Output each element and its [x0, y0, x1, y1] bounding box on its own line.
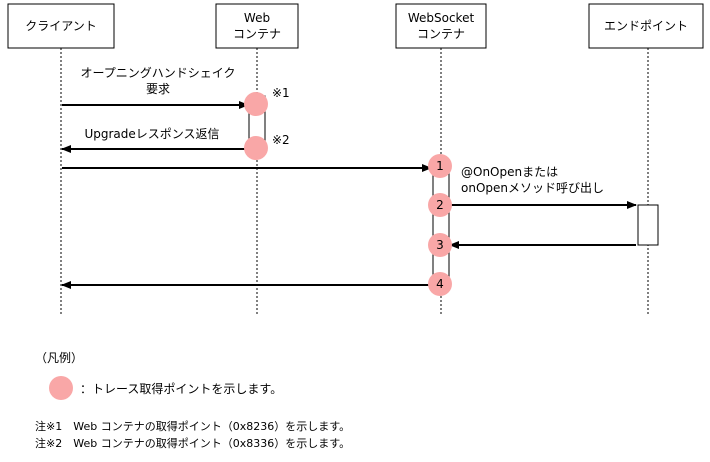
message-onopen-label-line1: @OnOpenまたは	[461, 165, 558, 179]
participant-web-container-label-line2: コンテナ	[233, 27, 281, 41]
participant-endpoint-label: エンドポイント	[604, 19, 688, 33]
message-upgrade-label: Upgradeレスポンス返信	[84, 127, 219, 141]
participant-websocket-container-label-line1: WebSocket	[408, 11, 475, 25]
participant-websocket-container-box	[395, 3, 487, 49]
legend-trace-point-text: ：トレース取得ポイントを示します。	[80, 382, 283, 396]
participant-client-box	[7, 3, 115, 49]
participant-client-label: クライアント	[25, 19, 97, 33]
trace-point-ws-4-number: 4	[436, 277, 444, 291]
legend-note-1: 注※1 Web コンテナの取得ポイント（0x8236）を示します。	[35, 420, 351, 433]
legend-trace-point-swatch	[49, 376, 73, 400]
activation-endpoint	[637, 204, 659, 246]
legend-note-2: 注※2 Web コンテナの取得ポイント（0x8336）を示します。	[35, 437, 351, 450]
trace-point-web-2	[244, 136, 268, 160]
message-handshake-label-line2: 要求	[146, 82, 170, 96]
legend-title: （凡例）	[35, 351, 84, 365]
activation-websocket-container	[432, 159, 450, 291]
participant-endpoint-box	[588, 3, 704, 49]
trace-point-web-1	[244, 92, 268, 116]
trace-point-ws-4	[428, 272, 452, 296]
trace-point-ws-3	[428, 233, 452, 257]
trace-point-ws-1-number: 1	[436, 159, 444, 173]
participant-websocket-container-label-line2: コンテナ	[417, 27, 465, 41]
trace-note-2-marker: ※2	[272, 133, 290, 147]
trace-note-1-marker: ※1	[272, 86, 290, 100]
message-onopen-label-line2: onOpenメソッド呼び出し	[461, 181, 604, 195]
trace-point-ws-2	[428, 193, 452, 217]
participant-web-container-label-line1: Web	[244, 11, 270, 25]
trace-point-ws-3-number: 3	[436, 238, 444, 252]
message-handshake-label-line1: オープニングハンドシェイク	[80, 66, 235, 80]
trace-point-ws-2-number: 2	[436, 198, 444, 212]
trace-point-ws-1	[428, 154, 452, 178]
